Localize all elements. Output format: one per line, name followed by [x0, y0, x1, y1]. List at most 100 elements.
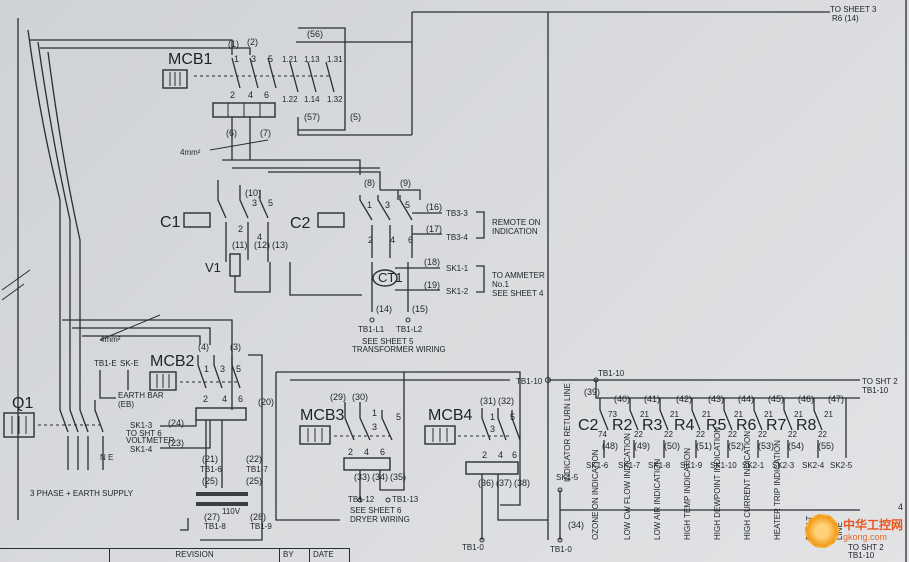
svg-text:INDICATION: INDICATION [492, 227, 538, 236]
svg-text:(33): (33) [354, 472, 370, 482]
c2-coil [317, 212, 345, 228]
svg-text:3: 3 [220, 364, 225, 374]
relay-r5-label: R5 [706, 417, 727, 434]
svg-text:(52): (52) [728, 441, 744, 451]
svg-text:4: 4 [248, 90, 253, 100]
svg-text:SK2-5: SK2-5 [830, 461, 853, 470]
mcb3-label: MCB3 [300, 407, 345, 424]
svg-text:22: 22 [818, 430, 827, 439]
svg-text:(54): (54) [788, 441, 804, 451]
svg-text:TB3-4: TB3-4 [446, 233, 468, 242]
svg-text:5: 5 [268, 54, 273, 64]
svg-text:1.32: 1.32 [327, 95, 343, 104]
relay-r7-label: R7 [766, 417, 787, 434]
svg-text:3: 3 [252, 198, 257, 208]
svg-text:(38): (38) [514, 478, 530, 488]
to-sheet-3-label: TO SHEET 3 [830, 5, 877, 14]
watermark-url-text: gkong.com [842, 532, 888, 542]
svg-text:REMOTE ON: REMOTE ON [492, 218, 541, 227]
svg-text:(57): (57) [304, 112, 320, 122]
svg-text:TB3-3: TB3-3 [446, 209, 468, 218]
svg-text:TB1-13: TB1-13 [392, 495, 419, 504]
svg-text:SK2-3: SK2-3 [772, 461, 795, 470]
svg-text:2: 2 [368, 235, 373, 245]
contactor-group: C1 (10) 3 5 2 4 (11) (12) (13) V1 C2 (8)… [160, 159, 541, 296]
watermark-cn-text: 中华工控网 [842, 518, 903, 532]
svg-text:5: 5 [510, 412, 515, 422]
svg-text:SK-E: SK-E [120, 359, 139, 368]
svg-text:22: 22 [696, 430, 705, 439]
svg-text:74: 74 [598, 430, 607, 439]
svg-text:TO AMMETER: TO AMMETER [492, 271, 545, 280]
svg-text:OZONE ON INDICATION: OZONE ON INDICATION [591, 449, 600, 540]
svg-text:1: 1 [367, 200, 372, 210]
mcb4-label: MCB4 [428, 407, 473, 424]
mcb1-label: MCB1 [168, 51, 213, 68]
ct1-label: CT1 [378, 270, 403, 285]
svg-text:(30): (30) [352, 392, 368, 402]
svg-text:21: 21 [794, 410, 803, 419]
svg-text:TO SHT 2: TO SHT 2 [848, 543, 884, 552]
svg-text:TB1-10: TB1-10 [598, 369, 625, 378]
q1-label: Q1 [12, 395, 33, 412]
svg-text:(50): (50) [664, 441, 680, 451]
svg-text:TB1-0: TB1-0 [462, 543, 484, 552]
svg-text:TB1-0: TB1-0 [550, 545, 572, 554]
svg-text:6: 6 [512, 450, 517, 460]
svg-text:SK1-3: SK1-3 [130, 421, 153, 430]
top-feed: TO SHEET 3 R6 (14) [411, 5, 877, 540]
svg-text:5: 5 [405, 200, 410, 210]
svg-text:22: 22 [728, 430, 737, 439]
svg-text:SEE SHEET 4: SEE SHEET 4 [492, 289, 544, 298]
svg-text:(24): (24) [168, 418, 184, 428]
svg-text:(2): (2) [247, 37, 258, 47]
svg-text:SK1-7: SK1-7 [618, 461, 641, 470]
svg-text:22: 22 [664, 430, 673, 439]
svg-text:(13): (13) [272, 240, 288, 250]
svg-text:6: 6 [264, 90, 269, 100]
svg-text:(20): (20) [258, 397, 274, 407]
svg-text:21: 21 [764, 410, 773, 419]
svg-text:6: 6 [238, 394, 243, 404]
relay-r3-label: R3 [642, 417, 663, 434]
watermark-logo: 中华工控网 gkong.com [804, 514, 903, 548]
svg-text:(42): (42) [676, 394, 692, 404]
ct1-group: CT1 (18) (19) SK1-1 SK1-2 TO AMMETER No.… [352, 257, 545, 354]
svg-text:TO SHT 6: TO SHT 6 [126, 429, 162, 438]
svg-text:73: 73 [608, 410, 617, 419]
ct1-symbol [372, 269, 398, 287]
svg-text:22: 22 [788, 430, 797, 439]
svg-text:(12): (12) [254, 240, 270, 250]
revision-col-date: DATE [310, 548, 350, 562]
r6-14-label: R6 (14) [832, 14, 859, 23]
svg-text:(21): (21) [202, 454, 218, 464]
svg-text:(34): (34) [568, 520, 584, 530]
svg-text:TB1-L2: TB1-L2 [396, 325, 423, 334]
svg-text:1: 1 [372, 408, 377, 418]
svg-text:(55): (55) [818, 441, 834, 451]
svg-text:(8): (8) [364, 178, 375, 188]
transformer-primary [196, 492, 248, 496]
svg-text:N E: N E [100, 453, 113, 462]
svg-text:(45): (45) [768, 394, 784, 404]
svg-text:(40): (40) [614, 394, 630, 404]
svg-text:2: 2 [348, 447, 353, 457]
mcb2-group: 4mm² (4) (3) MCB2 1 3 5 2 4 6 (20) TB1-E… [62, 314, 274, 541]
svg-text:SK2-1: SK2-1 [742, 461, 765, 470]
svg-text:1.21: 1.21 [282, 55, 298, 64]
svg-text:22: 22 [634, 430, 643, 439]
svg-text:SK1-8: SK1-8 [648, 461, 671, 470]
svg-text:(16): (16) [426, 202, 442, 212]
relay-r8-label: R8 [796, 417, 817, 434]
svg-text:21: 21 [702, 410, 711, 419]
svg-text:SK2-4: SK2-4 [802, 461, 825, 470]
svg-text:4: 4 [364, 447, 369, 457]
svg-text:TB1-9: TB1-9 [250, 522, 272, 531]
svg-text:1.13: 1.13 [304, 55, 320, 64]
c1-coil [183, 212, 211, 228]
svg-text:3: 3 [251, 54, 256, 64]
svg-text:(44): (44) [738, 394, 754, 404]
svg-text:HEATER TRIP INDICATION: HEATER TRIP INDICATION [773, 440, 782, 540]
svg-text:(9): (9) [400, 178, 411, 188]
